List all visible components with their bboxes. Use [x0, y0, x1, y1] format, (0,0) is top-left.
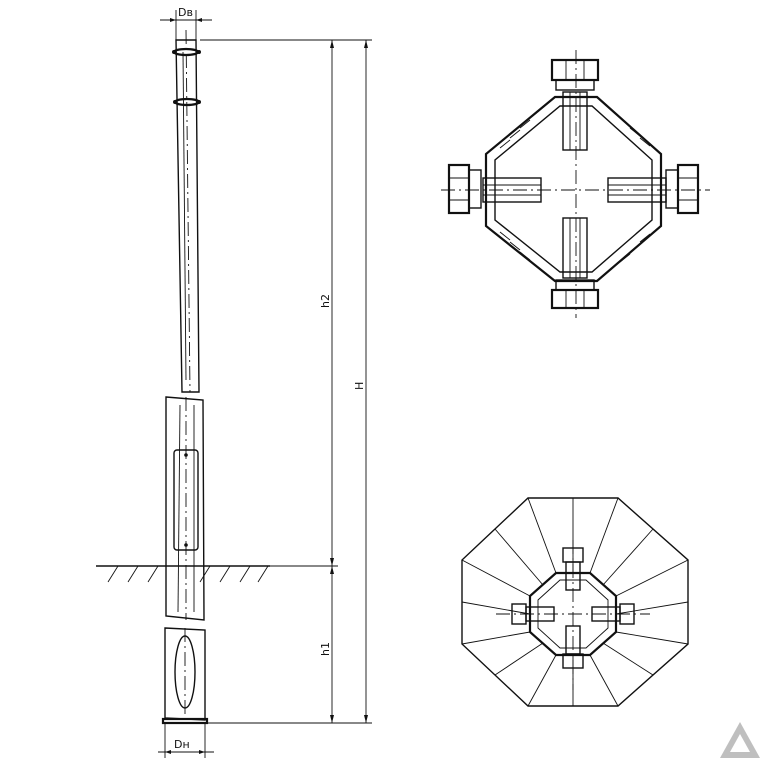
dimension-bottom-diameter: Dн — [158, 724, 214, 758]
ground-line — [96, 565, 270, 583]
triangle-logo-icon — [720, 722, 760, 758]
dimension-top-diameter: Dв — [160, 6, 212, 40]
base-bolt-left — [511, 603, 555, 625]
dimension-heights: h2 h1 H — [200, 39, 372, 724]
label-height-total: H — [353, 382, 366, 390]
bolt-top — [550, 58, 600, 151]
service-hatch — [173, 449, 199, 551]
pole-elevation — [161, 29, 209, 725]
label-height-embedded: h1 — [319, 642, 332, 656]
flange-joint-section — [441, 50, 710, 318]
base-bolt-right — [591, 603, 635, 625]
base-bolt-top — [562, 547, 584, 591]
label-top-diameter: Dв — [178, 6, 193, 19]
bolt-right — [607, 163, 700, 215]
clamp-bolts-upper — [172, 47, 201, 107]
bolt-left — [447, 163, 542, 215]
base-plate-plan — [461, 497, 689, 707]
base-bolt-bottom — [562, 625, 584, 669]
label-height-above-ground: h2 — [319, 294, 332, 308]
label-bottom-diameter: Dн — [174, 738, 190, 751]
bolt-bottom — [550, 217, 600, 310]
